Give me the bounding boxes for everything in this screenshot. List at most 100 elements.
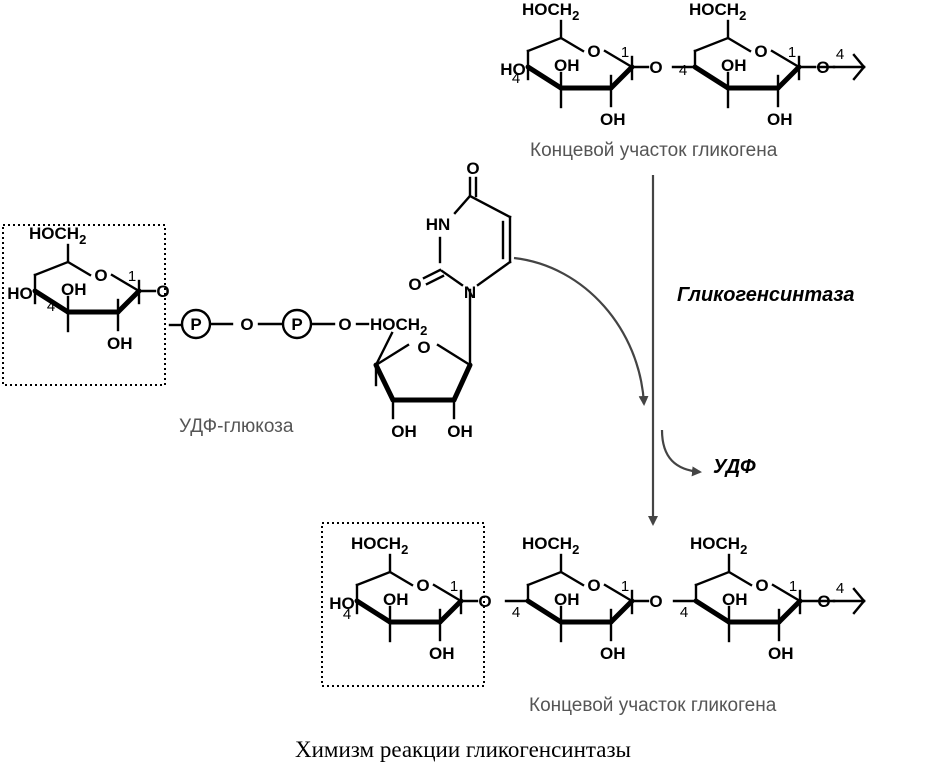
udp-glucose-label: УДФ-глюкоза xyxy=(179,416,294,437)
ring-oxygen: O xyxy=(587,576,600,595)
carbon-4-number: 4 xyxy=(47,298,55,315)
ring-bond xyxy=(608,598,635,625)
uracil-o4: O xyxy=(466,159,479,178)
ring-bond xyxy=(432,583,463,603)
c3-hydroxyl: OH xyxy=(721,56,747,75)
phosphate-2: P xyxy=(291,315,302,334)
glycosidic-oxygen: O xyxy=(649,58,662,77)
chain-bond xyxy=(852,65,866,81)
ring-oxygen: O xyxy=(755,576,768,595)
figure-caption: Химизм реакции гликогенсинтазы xyxy=(295,737,631,762)
ring-bond xyxy=(66,260,92,277)
c2-hydroxyl: OH xyxy=(768,644,794,663)
carbon-1-number: 1 xyxy=(128,268,136,285)
carbon-1-number: 1 xyxy=(788,44,796,61)
ring-bond xyxy=(775,64,802,91)
ribose-5-oxygen: O xyxy=(338,315,351,334)
c2-hydroxyl: OH xyxy=(429,644,455,663)
ring-bond xyxy=(373,362,396,403)
ring-bond xyxy=(692,64,731,91)
ring-bond xyxy=(694,570,731,587)
ring-bond xyxy=(525,598,564,625)
ring-bond xyxy=(355,570,392,587)
ch2oh-group: HOCH2 xyxy=(689,0,746,23)
top-chain-end: 4 xyxy=(816,46,866,81)
ring-bond xyxy=(354,598,393,625)
glycogen-end-label-top: Концевой участок гликогена xyxy=(530,140,778,161)
c3-hydroxyl: OH xyxy=(722,590,748,609)
uracil-n3: HN xyxy=(426,215,451,234)
ring-bond xyxy=(525,64,564,91)
c3-hydroxyl: OH xyxy=(383,590,409,609)
c2-hydroxyl: OH xyxy=(600,644,626,663)
c2-hydroxyl: OH xyxy=(767,110,793,129)
ring-bond xyxy=(526,36,563,53)
glycosidic-oxygen: O xyxy=(156,282,169,301)
ch2oh-group: HOCH2 xyxy=(351,534,408,557)
carbon-4-number: 4 xyxy=(512,70,520,87)
ribose-2-hydroxyl: OH xyxy=(447,422,473,441)
carbon-4-number: 4 xyxy=(836,46,844,63)
carbon-4-number: 4 xyxy=(680,604,688,621)
udp-product-label: УДФ xyxy=(713,456,756,478)
chain-bond xyxy=(852,53,866,69)
bottom-chain-end: 4 xyxy=(816,580,866,615)
ring-bond xyxy=(693,598,732,625)
chain-bond xyxy=(852,587,866,603)
ribose-ch2-group: HOCH2 xyxy=(370,315,427,338)
ring-bond xyxy=(727,570,753,587)
ring-oxygen: O xyxy=(94,266,107,285)
glycogen-end-label-bottom: Концевой участок гликогена xyxy=(529,695,777,716)
carbon-4-number: 4 xyxy=(512,604,520,621)
uracil-o2: O xyxy=(408,275,421,294)
c2-hydroxyl: OH xyxy=(600,110,626,129)
ring-bond xyxy=(437,598,464,625)
ring-bond xyxy=(776,598,803,625)
c3-hydroxyl: OH xyxy=(554,590,580,609)
glycosidic-oxygen: O xyxy=(478,592,491,611)
ring-bond xyxy=(771,583,802,603)
carbonyl-bond xyxy=(422,268,442,280)
ring-bond xyxy=(110,273,141,293)
ring-bond xyxy=(608,64,635,91)
carbon-1-number: 1 xyxy=(450,578,458,595)
ring-bond xyxy=(374,343,410,367)
ring-bond xyxy=(476,260,512,287)
udp-glucose-dotted-frame xyxy=(2,224,166,386)
ring-bond xyxy=(603,583,634,603)
ring-bond xyxy=(770,49,801,69)
product-dotted-frame xyxy=(321,522,485,687)
glycosidic-oxygen: O xyxy=(649,592,662,611)
ring-bond xyxy=(603,49,634,69)
ring-oxygen: O xyxy=(754,42,767,61)
udp-release-arrow xyxy=(660,429,702,477)
reaction-arrows xyxy=(513,175,702,526)
ring-bond xyxy=(559,36,585,53)
ring-bond xyxy=(115,288,142,315)
ring-oxygen: O xyxy=(587,42,600,61)
ch2-link xyxy=(374,331,394,367)
ring-bond xyxy=(693,36,730,53)
carbon-1-number: 1 xyxy=(621,44,629,61)
ring-bond xyxy=(440,269,464,287)
c3-hydroxyl: OH xyxy=(554,56,580,75)
c4-hydroxyl: HO xyxy=(329,594,355,613)
bridge-oxygen: O xyxy=(240,315,253,334)
ribose-3-hydroxyl: OH xyxy=(391,422,417,441)
udp-glucose-input-arrow xyxy=(513,256,649,406)
ring-bond xyxy=(436,343,472,367)
chain-bond xyxy=(852,599,866,615)
ribose-oxygen: O xyxy=(417,338,430,357)
ch2oh-group: HOCH2 xyxy=(522,0,579,23)
c4-hydroxyl: HO xyxy=(7,284,33,303)
ch2oh-group: HOCH2 xyxy=(690,534,747,557)
ch2oh-group: HOCH2 xyxy=(29,224,86,247)
